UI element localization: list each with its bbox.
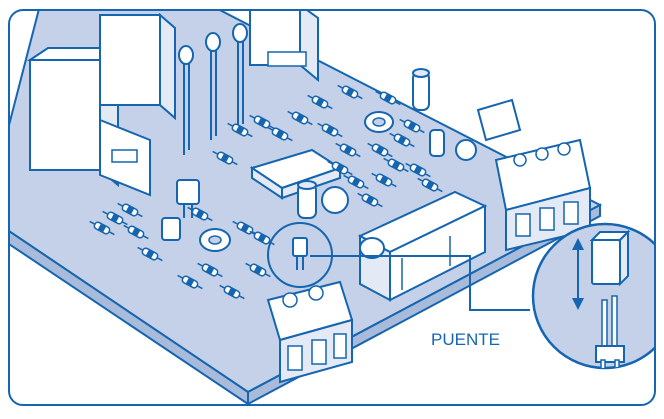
resistor (227, 122, 253, 138)
resistor (89, 220, 115, 236)
resistor (367, 142, 393, 158)
jumper-zoom-callout (531, 222, 655, 370)
resistor (197, 262, 223, 278)
capacitor-2 (297, 180, 317, 219)
capacitor-4 (429, 129, 445, 157)
resistor (212, 150, 238, 166)
terminal-block-bottom (266, 280, 354, 384)
frame-border (8, 9, 656, 406)
resistor (267, 126, 293, 142)
resistor (177, 274, 203, 290)
resistor (317, 122, 343, 138)
resistor (232, 220, 258, 236)
resistor (187, 206, 213, 222)
trimmer-1 (364, 111, 394, 133)
trimmer-2 (199, 228, 231, 252)
board-scene: PUENTE (9, 10, 655, 405)
resistor (137, 246, 163, 262)
resistor (371, 172, 397, 188)
resistor (307, 94, 333, 110)
resistor (399, 118, 425, 134)
resistor (405, 162, 431, 178)
resistor (123, 224, 149, 240)
resistor (245, 262, 271, 278)
resistor (337, 84, 363, 100)
transformer-middle (99, 12, 176, 121)
resistor (117, 202, 143, 218)
transformer-top (249, 10, 319, 83)
resistor (357, 192, 383, 208)
callout-leader-line (310, 255, 530, 311)
resistor (102, 210, 128, 226)
resistor (375, 90, 401, 106)
fuse-holder (357, 190, 488, 302)
resistor (343, 174, 369, 190)
resistor (383, 157, 409, 173)
capacitor-6 (161, 217, 181, 241)
resistor (249, 114, 275, 130)
voltage-regulator (455, 98, 522, 161)
resistor (287, 110, 313, 126)
capacitor-1 (412, 68, 430, 111)
resistor-group (89, 84, 443, 300)
resistor (219, 284, 245, 300)
led-row (178, 23, 248, 155)
resistor (327, 160, 353, 176)
resistor (417, 177, 443, 193)
jumper-pins (595, 295, 625, 368)
resistor (335, 142, 361, 158)
callout-label: PUENTE (431, 330, 500, 349)
resistor (389, 132, 415, 148)
jumper-cap (591, 239, 621, 285)
capacitor-3 (321, 186, 349, 214)
double-arrow-icon (572, 238, 584, 310)
